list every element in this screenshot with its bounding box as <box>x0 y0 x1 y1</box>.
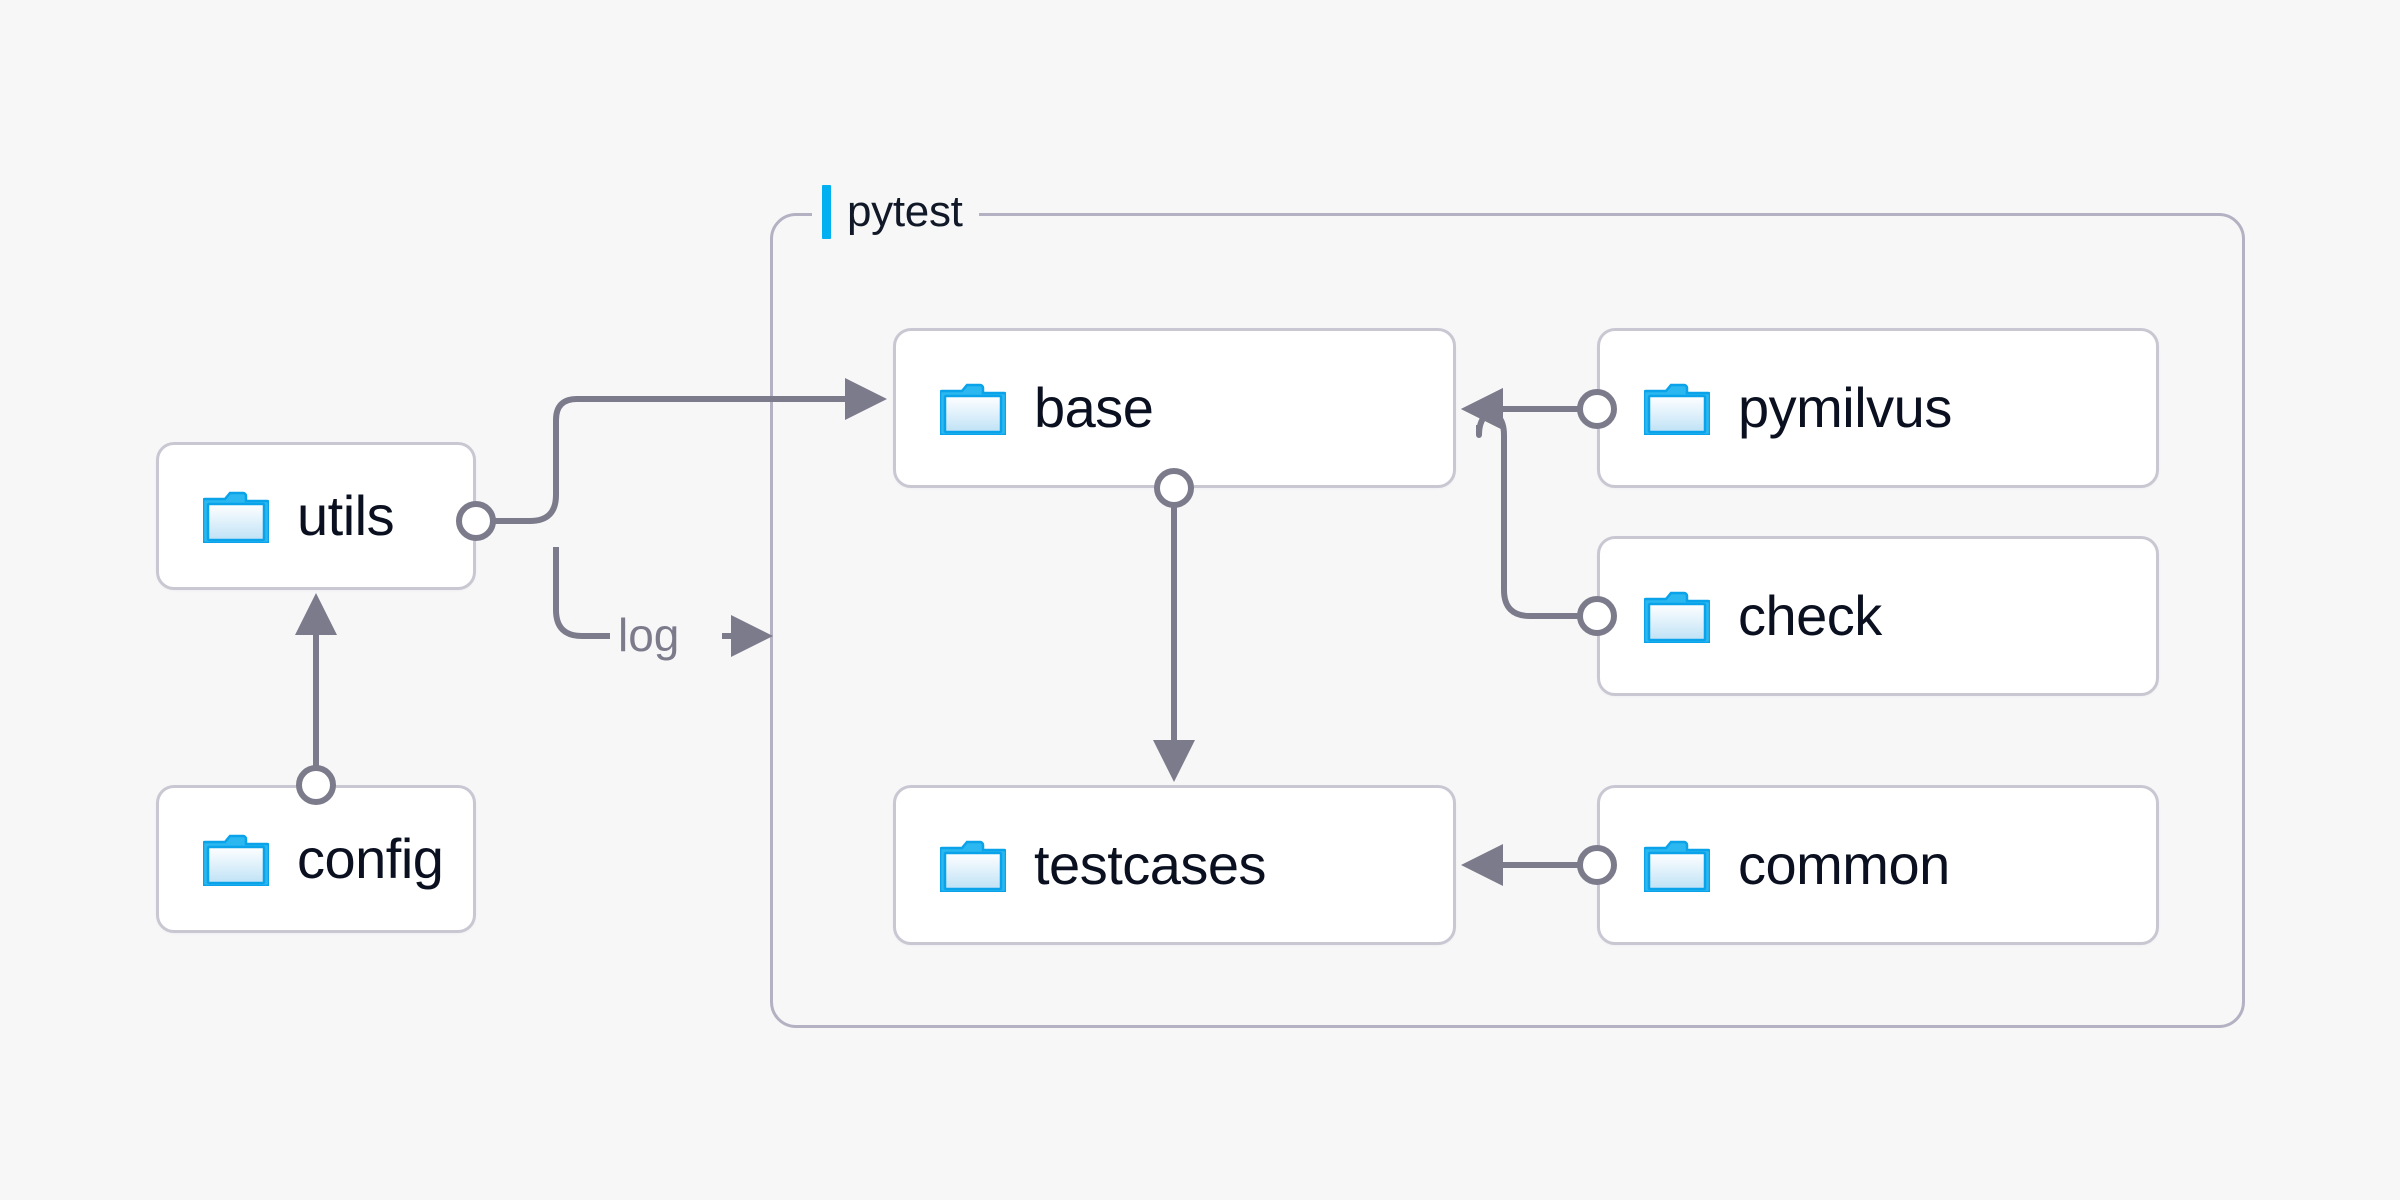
node-check[interactable]: check <box>1597 536 2159 696</box>
node-config[interactable]: config <box>156 785 476 933</box>
node-label-common: common <box>1738 833 1950 896</box>
folder-icon <box>940 840 1006 892</box>
folder-icon <box>1644 591 1710 643</box>
node-label-pymilvus: pymilvus <box>1738 376 1952 439</box>
folder-icon <box>203 491 269 543</box>
edge-label-log: log <box>610 612 688 658</box>
edge-config-to-utils <box>295 593 337 805</box>
accent-bar-icon <box>822 185 831 239</box>
node-common[interactable]: common <box>1597 785 2159 945</box>
group-label-pytest: pytest <box>812 185 979 239</box>
folder-icon <box>1644 383 1710 435</box>
node-label-config: config <box>297 827 444 890</box>
node-label-utils: utils <box>297 484 395 547</box>
node-label-base: base <box>1034 376 1154 439</box>
node-utils[interactable]: utils <box>156 442 476 590</box>
node-label-testcases: testcases <box>1034 833 1267 896</box>
node-testcases[interactable]: testcases <box>893 785 1456 945</box>
node-pymilvus[interactable]: pymilvus <box>1597 328 2159 488</box>
node-base[interactable]: base <box>893 328 1456 488</box>
group-title: pytest <box>847 187 963 236</box>
folder-icon <box>940 383 1006 435</box>
folder-icon <box>203 834 269 886</box>
folder-icon <box>1644 840 1710 892</box>
node-label-check: check <box>1738 584 1882 647</box>
